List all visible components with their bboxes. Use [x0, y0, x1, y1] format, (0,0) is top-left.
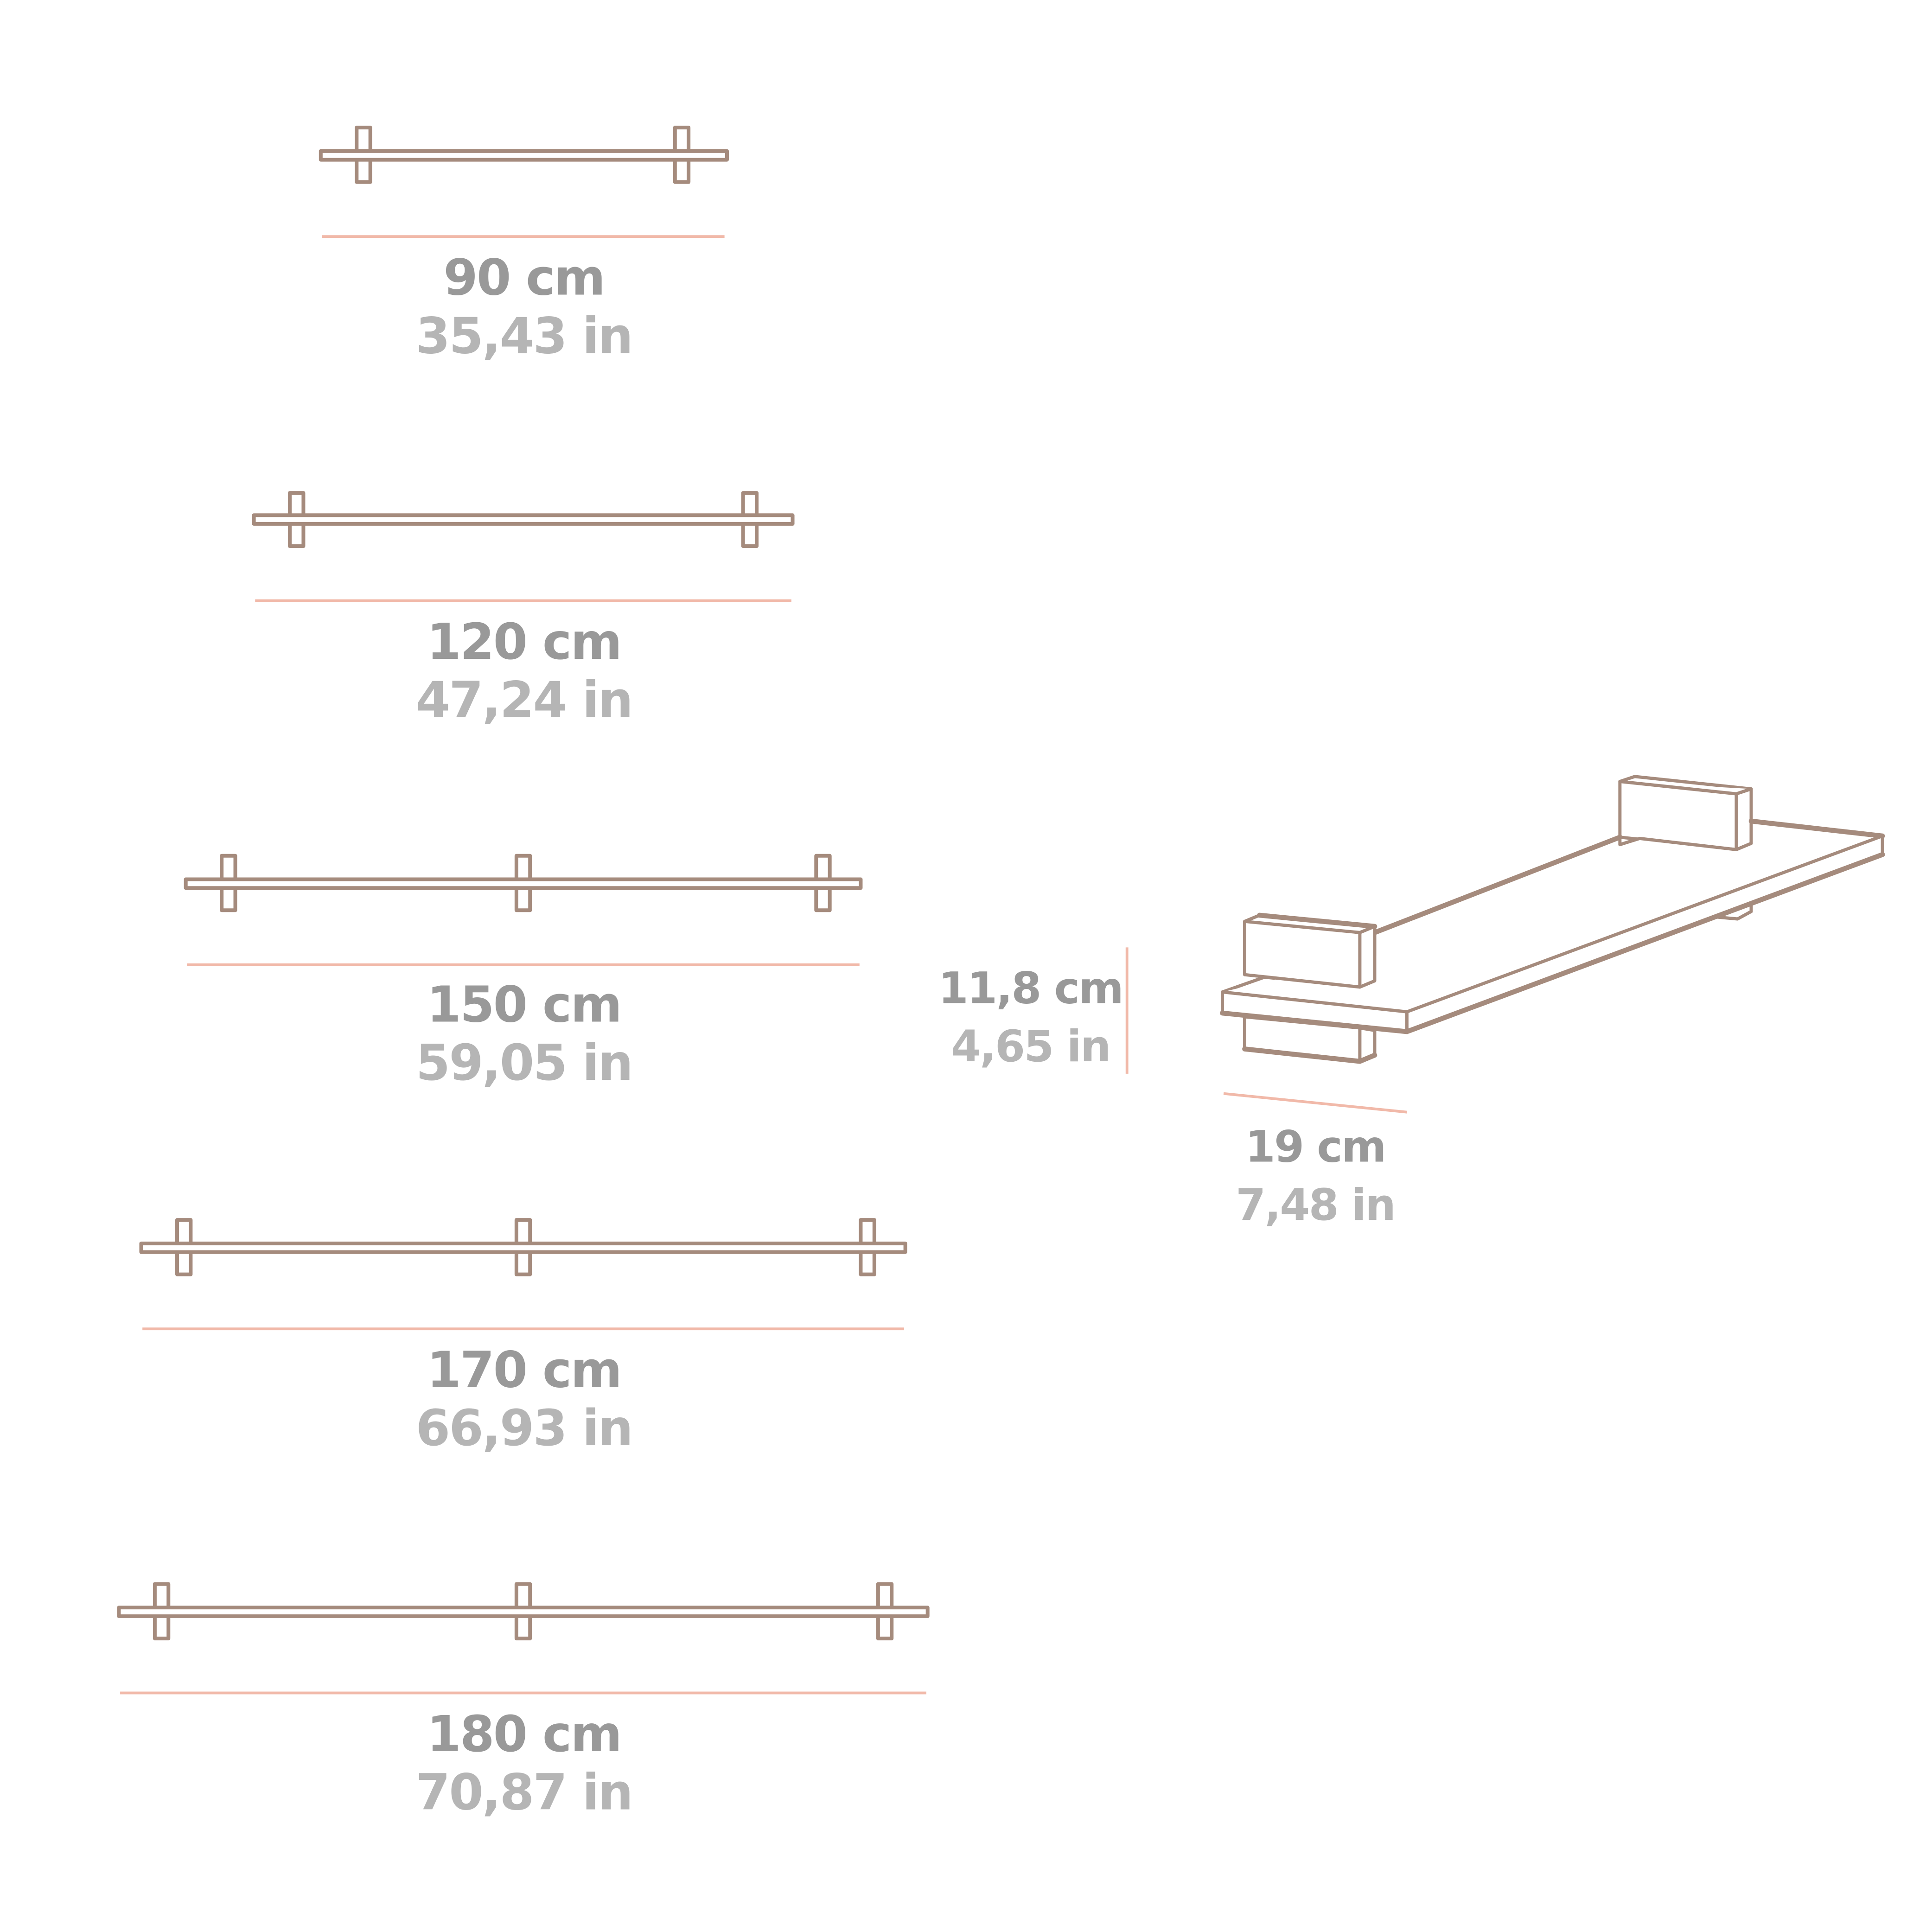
height-cm: 11,8 cm: [938, 963, 1122, 1014]
length-cm: 150 cm: [427, 976, 621, 1034]
shelf-board: [319, 149, 729, 162]
height-in: 4,65 in: [951, 1021, 1110, 1072]
isometric-shelf: [1220, 775, 1885, 1064]
shelf-120cm: 120 cm 47,24 in: [252, 491, 795, 729]
shelf-board: [139, 1241, 907, 1254]
shelf-board: [252, 513, 795, 526]
shelf-170cm: 170 cm 66,93 in: [139, 1218, 907, 1457]
length-in: 47,24 in: [416, 672, 632, 729]
depth-in: 7,48 in: [1236, 1180, 1395, 1231]
length-cm: 120 cm: [427, 613, 621, 671]
length-cm: 170 cm: [427, 1342, 621, 1399]
shelf-150cm: 150 cm 59,05 in: [184, 854, 863, 1092]
length-in: 66,93 in: [416, 1400, 632, 1457]
shelf-180cm: 180 cm 70,87 in: [117, 1582, 930, 1822]
shelf-90cm: 90 cm 35,43 in: [319, 126, 729, 365]
length-cm: 180 cm: [427, 1706, 621, 1763]
length-in: 70,87 in: [416, 1764, 632, 1822]
length-in: 35,43 in: [416, 307, 632, 365]
length-in: 59,05 in: [416, 1034, 632, 1092]
depth-cm: 19 cm: [1245, 1122, 1385, 1173]
shelf-board: [184, 877, 863, 890]
depth-dimension-line: [1223, 1092, 1407, 1114]
length-cm: 90 cm: [443, 249, 604, 307]
shelf-board: [117, 1606, 930, 1618]
